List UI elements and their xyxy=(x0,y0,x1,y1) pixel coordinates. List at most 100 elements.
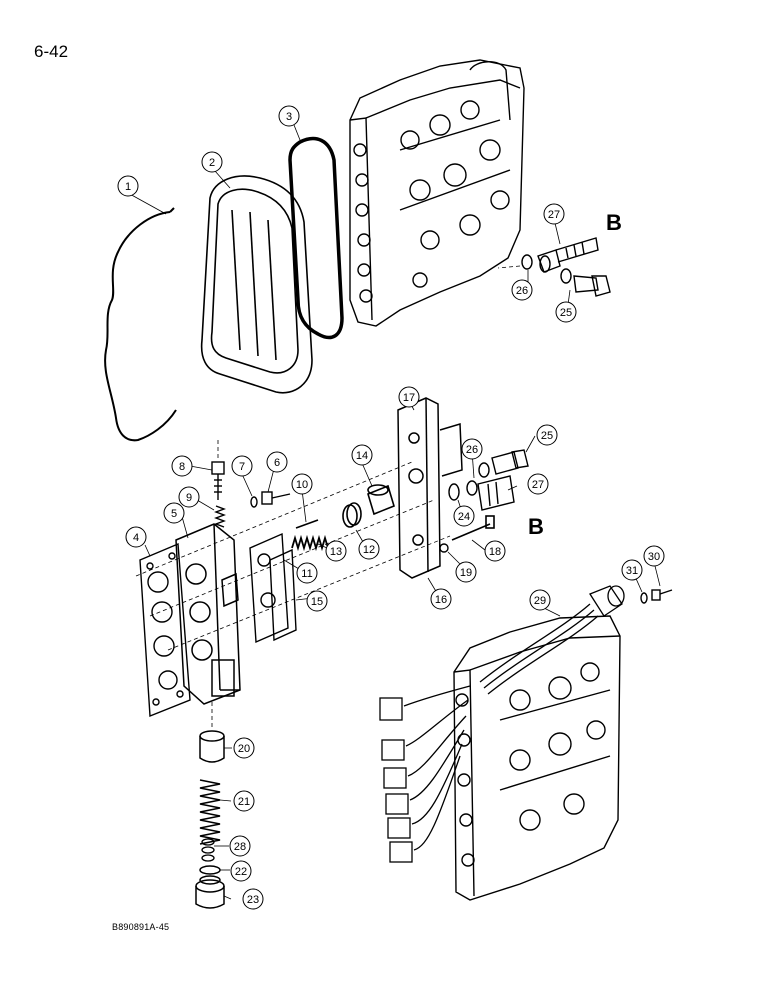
callout-number: 17 xyxy=(403,392,415,404)
callout-9: 9 xyxy=(178,486,200,508)
callout-circle xyxy=(178,486,200,508)
callout-number: 18 xyxy=(489,546,501,558)
part-20-plug xyxy=(199,730,225,763)
callout-number: 25 xyxy=(560,307,572,319)
part-8-relief-plug xyxy=(211,461,225,500)
part-31-washer xyxy=(640,592,648,604)
callout-circle xyxy=(125,526,147,548)
figure-code: B890891A-45 xyxy=(112,922,170,932)
callout-24: 24 xyxy=(453,505,475,527)
callout-circle xyxy=(278,105,300,127)
callout-circle xyxy=(529,589,551,611)
callout-26: 26 xyxy=(511,279,533,301)
callout-circle xyxy=(453,505,475,527)
callout-number: 5 xyxy=(171,508,177,520)
callout-18: 18 xyxy=(484,540,506,562)
callout-7: 7 xyxy=(231,455,253,477)
callout-number: 28 xyxy=(234,841,246,853)
callout-circle xyxy=(306,590,328,612)
callout-circle xyxy=(296,562,318,584)
callout-number: 2 xyxy=(209,157,215,169)
callout-number: 26 xyxy=(516,285,528,297)
part-18-bolt xyxy=(451,515,495,541)
part-14-sleeve xyxy=(367,484,395,516)
callout-26b: 26 xyxy=(461,438,483,460)
part-21-spring xyxy=(199,779,221,845)
callout-8: 8 xyxy=(171,455,193,477)
callout-number: 27 xyxy=(532,479,544,491)
callout-25b: 25 xyxy=(536,424,558,446)
callout-circle xyxy=(325,540,347,562)
callout-1: 1 xyxy=(117,175,139,197)
callout-circle xyxy=(358,538,380,560)
part-23-plug xyxy=(195,875,225,909)
middle-fittings xyxy=(448,449,529,511)
callout-number: 1 xyxy=(125,181,131,193)
part-13-spring xyxy=(291,534,329,552)
callout-circle xyxy=(171,455,193,477)
callout-14: 14 xyxy=(351,444,373,466)
part-10-pin xyxy=(295,519,319,529)
part-28-o-rings xyxy=(201,838,215,862)
callout-20: 20 xyxy=(233,737,255,759)
callout-4: 4 xyxy=(125,526,147,548)
callout-10: 10 xyxy=(291,473,313,495)
callout-circle xyxy=(511,279,533,301)
part-22-o-ring xyxy=(199,865,221,875)
callout-circle xyxy=(455,561,477,583)
callout-15: 15 xyxy=(306,590,328,612)
part-4-gasket-plate xyxy=(139,542,191,718)
callout-circle xyxy=(201,151,223,173)
callout-2: 2 xyxy=(201,151,223,173)
callout-number: 19 xyxy=(460,567,472,579)
callout-circle xyxy=(233,737,255,759)
callout-number: 8 xyxy=(179,461,185,473)
part-9-spring xyxy=(214,505,226,528)
callout-number: 10 xyxy=(296,479,308,491)
callout-number: 6 xyxy=(274,457,280,469)
callout-number: 9 xyxy=(186,492,192,504)
harness-connectors xyxy=(379,697,413,863)
callout-circle xyxy=(266,451,288,473)
part-29-wiring-harness xyxy=(403,585,625,851)
callout-number: 30 xyxy=(648,551,660,563)
callout-circle xyxy=(230,860,252,882)
callout-number: 31 xyxy=(626,565,638,577)
callout-number: 16 xyxy=(435,594,447,606)
callout-number: 4 xyxy=(133,532,139,544)
callout-circle xyxy=(398,386,420,408)
callout-29: 29 xyxy=(529,589,551,611)
callout-30: 30 xyxy=(643,545,665,567)
part-3-gasket xyxy=(288,136,344,340)
callout-circle xyxy=(461,438,483,460)
section-marker-b-upper: B xyxy=(606,210,622,235)
part-30-screw xyxy=(651,589,673,601)
upper-valve-body xyxy=(349,59,525,327)
callout-11: 11 xyxy=(296,562,318,584)
callout-17: 17 xyxy=(398,386,420,408)
callout-number: 24 xyxy=(458,511,470,523)
callout-circle xyxy=(555,301,577,323)
callout-5: 5 xyxy=(163,502,185,524)
part-12-ring xyxy=(342,502,362,528)
callout-circle xyxy=(527,473,549,495)
callout-16: 16 xyxy=(430,588,452,610)
part-15-plate xyxy=(269,548,297,642)
part-5-valve-body xyxy=(175,523,241,705)
callout-23: 23 xyxy=(242,888,264,910)
alignment-lines xyxy=(135,265,521,728)
callout-number: 27 xyxy=(548,209,560,221)
callout-number: 29 xyxy=(534,595,546,607)
callout-circle xyxy=(233,790,255,812)
callout-27: 27 xyxy=(543,203,565,225)
callout-number: 20 xyxy=(238,743,250,755)
callout-number: 13 xyxy=(330,546,342,558)
callout-circle xyxy=(229,835,251,857)
callout-circle xyxy=(242,888,264,910)
section-marker-b-middle: B xyxy=(528,514,544,539)
callout-number: 23 xyxy=(247,894,259,906)
part-6-screw xyxy=(261,491,291,505)
callout-28: 28 xyxy=(229,835,251,857)
callout-number: 22 xyxy=(235,866,247,878)
